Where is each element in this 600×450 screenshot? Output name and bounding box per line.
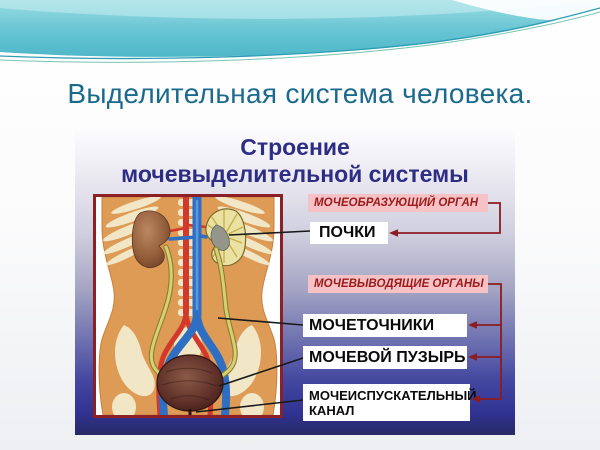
top-wave-decoration: [0, 0, 600, 63]
diagram-title-line2: мочевыделительной системы: [121, 161, 469, 187]
urinary-system-figure: [98, 197, 278, 415]
wave-corner-swoosh: [452, 0, 600, 21]
kidney-left-graphic: [131, 210, 171, 268]
organ-label-kidneys: ПОЧКИ: [310, 222, 388, 244]
diagram-title: Строение мочевыделительной системы: [75, 134, 515, 188]
kidney-right-graphic: [205, 208, 247, 267]
organ-label-urethra: МОЧЕИСПУСКАТЕЛЬНЫЙ КАНАЛ: [303, 384, 477, 421]
anatomy-illustration-frame: [93, 194, 283, 418]
organ-label-ureters: МОЧЕТОЧНИКИ: [303, 314, 467, 337]
wave-line-teal: [0, 7, 600, 60]
category-label-urine-excreting: МОЧЕВЫВОДЯЩИЕ ОРГАНЫ: [308, 275, 488, 293]
slide-title: Выделительная система человека.: [67, 78, 533, 109]
category-label-urine-forming: МОЧЕОБРАЗУЮЩИЙ ОРГАН: [308, 194, 488, 212]
diagram-panel: Строение мочевыделительной системы: [75, 130, 515, 435]
organ-label-bladder: МОЧЕВОЙ ПУЗЫРЬ: [303, 346, 467, 369]
diagram-title-line1: Строение: [240, 134, 350, 160]
wave-line-green: [0, 11, 600, 63]
wave-highlight: [0, 0, 600, 19]
bladder-graphic: [156, 354, 224, 415]
renal-pelvis-graphic: [210, 224, 230, 251]
